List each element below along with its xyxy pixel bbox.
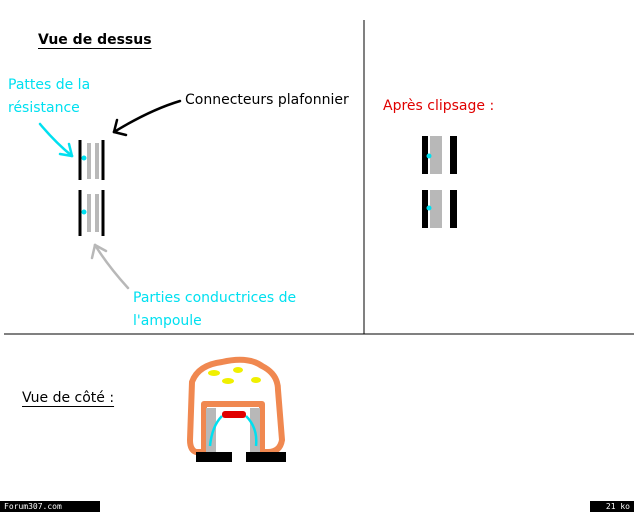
- bulb-outline: [187, 356, 285, 455]
- resistor: [222, 411, 246, 418]
- resistance-leg-dot: [81, 155, 87, 161]
- side-view-title: Vue de côté :: [22, 390, 115, 406]
- resistance-legs-label-line1: Pattes de la: [8, 77, 91, 93]
- footer-size: 21 ko: [605, 502, 630, 511]
- resistance-wire-right: [245, 415, 258, 447]
- after-clip-title: Après clipsage :: [383, 98, 495, 114]
- arrow-to-resistance-legs: [38, 122, 74, 158]
- base-left: [196, 452, 232, 462]
- bulb-parts-label-line1: Parties conductrices de: [133, 290, 297, 306]
- side-view-bulb: [187, 356, 286, 462]
- after-clip-connector-lower: [422, 190, 457, 228]
- resistance-leg-dot: [426, 205, 432, 211]
- resistance-legs-label-line2: résistance: [8, 100, 80, 116]
- top-view-title: Vue de dessus: [38, 32, 152, 48]
- ceiling-connectors-label: Connecteurs plafonnier: [185, 92, 349, 108]
- footer-size-bar: 21 ko: [590, 501, 634, 512]
- resistance-leg-dot: [426, 153, 432, 159]
- yellow-spot: [222, 378, 234, 384]
- after-clip-connector-upper: [422, 136, 457, 174]
- top-view-connector-upper: [78, 140, 105, 180]
- arrow-to-ceiling-connectors: [112, 99, 182, 137]
- footer-site: Forum307.com: [4, 502, 62, 511]
- bulb-parts-label-line2: l'ampoule: [133, 313, 202, 329]
- footer-site-bar: Forum307.com: [0, 501, 100, 512]
- yellow-spot: [208, 370, 220, 376]
- yellow-spot: [251, 377, 261, 383]
- resistance-leg-dot: [81, 209, 87, 215]
- base-right: [246, 452, 286, 462]
- yellow-spot: [233, 367, 243, 373]
- arrow-to-bulb-parts: [90, 243, 130, 290]
- top-view-connector-lower: [78, 190, 105, 236]
- resistance-wire-left: [208, 415, 223, 447]
